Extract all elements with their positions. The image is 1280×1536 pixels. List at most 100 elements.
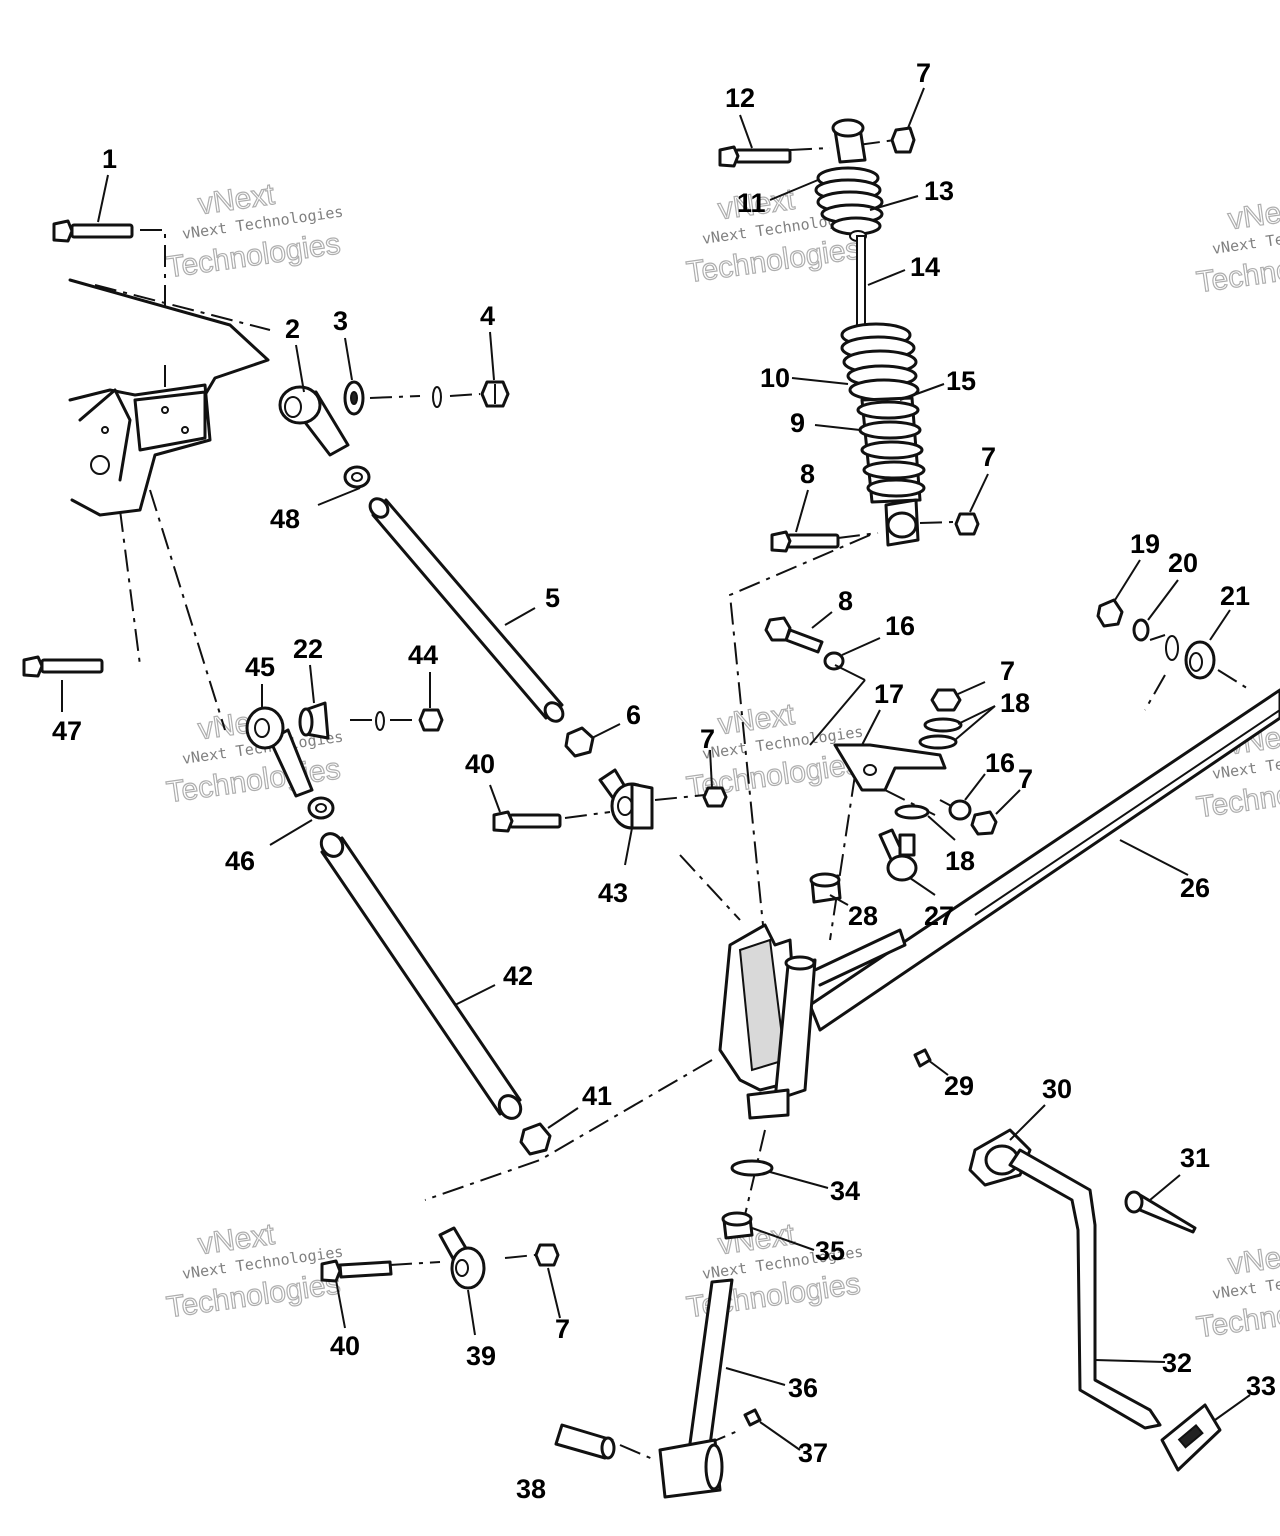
nut-46 bbox=[307, 796, 335, 820]
leader-lines bbox=[61, 87, 1251, 1451]
callout-17: 17 bbox=[874, 679, 904, 709]
handle-rod-32 bbox=[1008, 1148, 1162, 1430]
nut-7-shock-lower bbox=[954, 512, 980, 536]
callout-46: 46 bbox=[225, 846, 255, 876]
callout-38: 38 bbox=[516, 1474, 546, 1504]
o-ring-small-upper bbox=[432, 386, 442, 408]
callout-6: 6 bbox=[626, 700, 641, 730]
watermark-6: vNext vNext Technologies Technologies bbox=[684, 1217, 865, 1325]
nut-7-top bbox=[890, 126, 916, 154]
callout-37: 37 bbox=[798, 1438, 828, 1468]
tube-42 bbox=[319, 832, 523, 1120]
bushing-22 bbox=[298, 701, 330, 740]
nut-19 bbox=[1096, 598, 1124, 628]
nut-4 bbox=[480, 380, 510, 408]
callout-18-lower: 18 bbox=[945, 846, 975, 876]
callout-27: 27 bbox=[924, 901, 954, 931]
callout-7-shock: 7 bbox=[981, 442, 996, 472]
callout-8-upper: 8 bbox=[800, 459, 815, 489]
callout-44: 44 bbox=[408, 640, 438, 670]
nut-7-mid bbox=[702, 786, 728, 808]
bolt-8-upper bbox=[770, 530, 840, 553]
callout-36: 36 bbox=[788, 1373, 818, 1403]
callout-7-top: 7 bbox=[916, 58, 931, 88]
callout-7-lower: 7 bbox=[555, 1314, 570, 1344]
callout-30: 30 bbox=[1042, 1074, 1072, 1104]
bracket-17 bbox=[833, 743, 947, 792]
callout-16-lower: 16 bbox=[985, 748, 1015, 778]
callout-7-mid: 7 bbox=[700, 724, 715, 754]
rod-end-45 bbox=[245, 706, 314, 798]
rod-end-43 bbox=[598, 768, 654, 830]
callout-12: 12 bbox=[725, 83, 755, 113]
tube-5 bbox=[368, 497, 565, 723]
bushing-38 bbox=[554, 1423, 616, 1460]
callout-39: 39 bbox=[466, 1341, 496, 1371]
watermark-9: vNext vNext Technologies Technologies bbox=[1194, 1237, 1280, 1345]
watermark-7: vNext vNext Technologies Technologies bbox=[1194, 192, 1280, 300]
bolt-40-lower bbox=[320, 1259, 393, 1283]
nut-44 bbox=[418, 708, 444, 732]
o-ring-18-c bbox=[894, 804, 930, 820]
callout-33: 33 bbox=[1246, 1371, 1276, 1401]
bolt-12 bbox=[718, 145, 792, 168]
rod-end-39 bbox=[438, 1226, 486, 1290]
callout-42: 42 bbox=[503, 961, 533, 991]
callout-41: 41 bbox=[582, 1081, 612, 1111]
o-ring-right bbox=[1165, 635, 1179, 661]
bolt-47 bbox=[22, 655, 104, 678]
steering-frame-26 bbox=[718, 688, 1280, 1120]
callout-16-upper: 16 bbox=[885, 611, 915, 641]
callout-18-upper: 18 bbox=[1000, 688, 1030, 718]
washer-16-upper bbox=[823, 651, 845, 671]
callout-28: 28 bbox=[848, 901, 878, 931]
bushing-21 bbox=[1184, 640, 1216, 680]
callout-7-lower-right: 7 bbox=[1018, 764, 1033, 794]
callout-15: 15 bbox=[946, 366, 976, 396]
callout-32: 32 bbox=[1162, 1348, 1192, 1378]
callout-35: 35 bbox=[815, 1236, 845, 1266]
rod-end-27 bbox=[878, 828, 918, 882]
o-ring-18-b bbox=[918, 734, 958, 750]
nut-6 bbox=[564, 726, 595, 758]
callout-1: 1 bbox=[102, 144, 117, 174]
callout-4: 4 bbox=[480, 301, 495, 331]
bushing-28 bbox=[809, 872, 842, 904]
nut-7-lower-right bbox=[970, 810, 998, 836]
callout-10: 10 bbox=[760, 363, 790, 393]
callout-34: 34 bbox=[830, 1176, 860, 1206]
pin-31 bbox=[1124, 1190, 1197, 1234]
nut-48 bbox=[343, 465, 371, 489]
callout-21: 21 bbox=[1220, 581, 1250, 611]
washer-3 bbox=[343, 380, 365, 416]
o-ring-18-a bbox=[923, 717, 963, 733]
callout-11: 11 bbox=[737, 188, 766, 218]
callout-47: 47 bbox=[52, 716, 82, 746]
rod-end-2 bbox=[278, 385, 350, 457]
washer-20 bbox=[1132, 618, 1150, 642]
callout-5: 5 bbox=[545, 583, 560, 613]
callout-14: 14 bbox=[910, 252, 940, 282]
bushing-35 bbox=[721, 1211, 754, 1240]
grease-fitting-37 bbox=[743, 1408, 762, 1427]
callout-40-upper: 40 bbox=[465, 749, 495, 779]
callout-31: 31 bbox=[1180, 1143, 1210, 1173]
shock-absorber bbox=[814, 118, 926, 547]
callout-40-lower: 40 bbox=[330, 1331, 360, 1361]
o-ring-small-lower bbox=[375, 711, 385, 731]
callout-2: 2 bbox=[285, 314, 300, 344]
bolt-1 bbox=[52, 219, 134, 243]
callout-3: 3 bbox=[333, 306, 348, 336]
bolt-40-upper bbox=[492, 810, 562, 833]
o-ring-34 bbox=[730, 1159, 774, 1177]
washer-16-lower bbox=[948, 799, 972, 821]
callout-48: 48 bbox=[270, 504, 300, 534]
callout-29: 29 bbox=[944, 1071, 974, 1101]
callout-8-mid: 8 bbox=[838, 586, 853, 616]
callout-19: 19 bbox=[1130, 529, 1160, 559]
spindle-36 bbox=[658, 1278, 734, 1499]
grip-33 bbox=[1160, 1403, 1222, 1472]
svg-text:vNext: vNext bbox=[1226, 1238, 1280, 1281]
callout-43: 43 bbox=[598, 878, 628, 908]
